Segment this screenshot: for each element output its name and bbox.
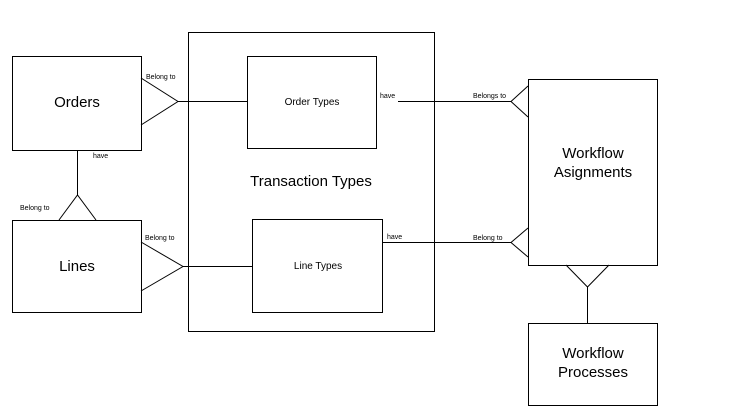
orders-belong-to-label: Belong to [146, 74, 176, 81]
line-types-have-label: have [387, 234, 402, 241]
workflow-assignments-box [528, 79, 658, 266]
line-types-box [252, 219, 383, 313]
lines-belong-to-orders-label: Belong to [20, 205, 50, 212]
workflow-assignments-label-line2: Asignments [554, 164, 632, 181]
orders-have-label: have [93, 153, 108, 160]
line-types-belong-to-label: Belong to [473, 235, 503, 242]
lines-label: Lines [59, 258, 95, 275]
line-types-assignments-edge [382, 227, 529, 258]
workflow-processes-box [528, 323, 658, 406]
order-types-label: Order Types [285, 97, 340, 108]
orders-label: Orders [54, 94, 100, 111]
lines-belong-to-label: Belong to [145, 235, 175, 242]
orders-order-types-edge [140, 77, 247, 126]
order-types-have-label: have [380, 93, 395, 100]
lines-line-types-edge [140, 241, 252, 292]
order-types-box [247, 56, 377, 149]
workflow-assignments-label-line1: Workflow [562, 145, 624, 162]
orders-lines-edge [58, 150, 97, 221]
transaction-types-label: Transaction Types [250, 173, 372, 190]
order-types-assignments-edge [398, 85, 529, 118]
lines-box [12, 220, 142, 313]
line-types-label: Line Types [294, 261, 342, 272]
order-types-belongs-to-label: Belongs to [473, 93, 506, 100]
orders-box [12, 56, 142, 151]
assignments-processes-edge [565, 264, 610, 323]
workflow-processes-label-line2: Processes [558, 364, 628, 381]
workflow-processes-label-line1: Workflow [562, 345, 624, 362]
